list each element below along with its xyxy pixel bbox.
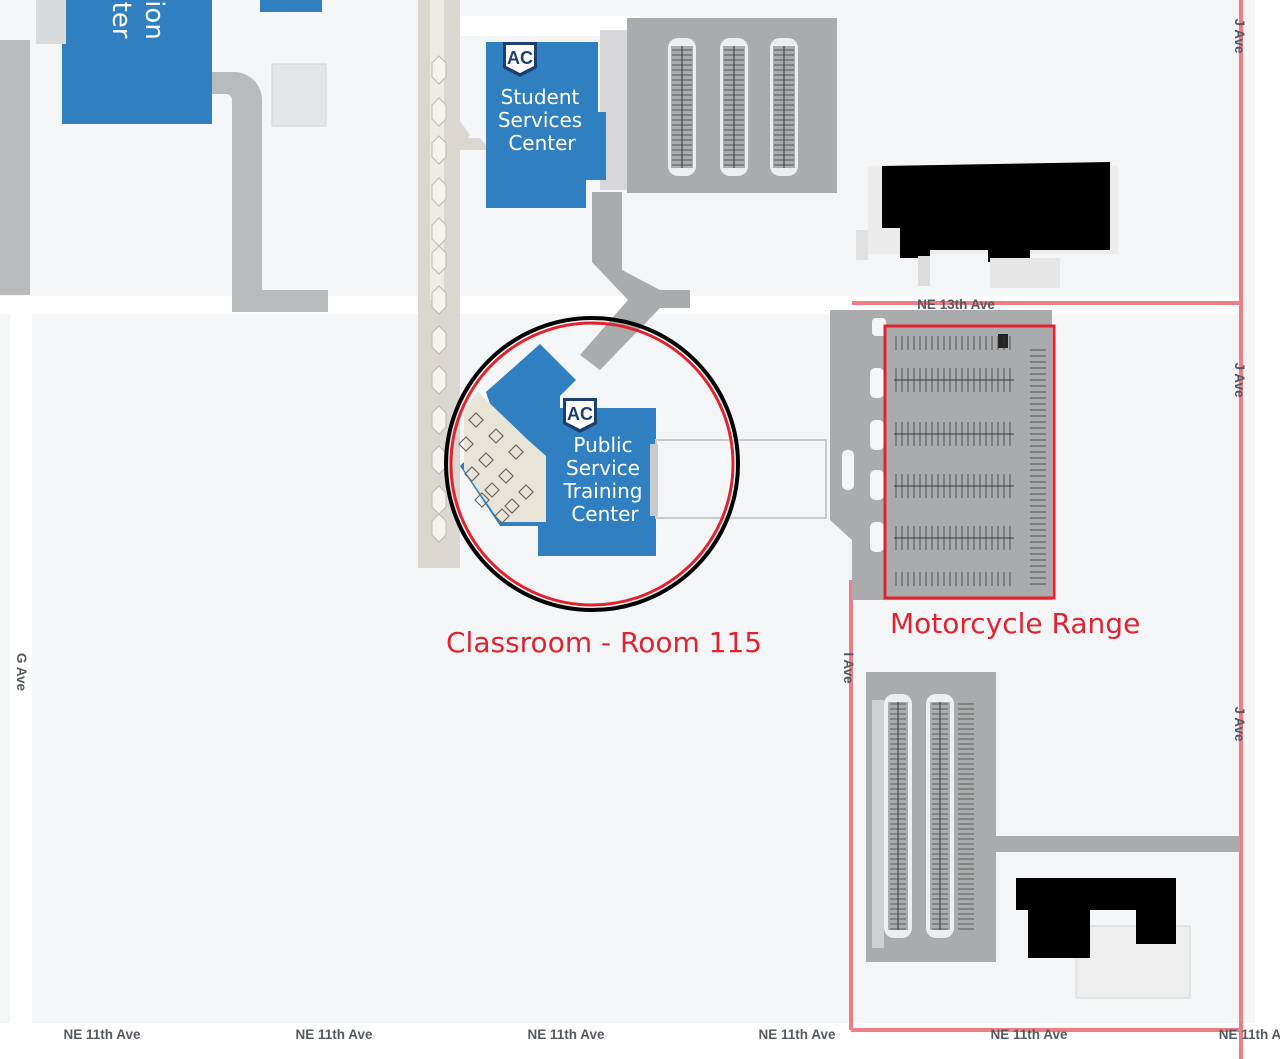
classroom-highlight-circle-inner [449,321,735,607]
svg-text:AC: AC [507,48,533,68]
street-label-j-ave-1: J Ave [1232,18,1247,54]
street-label-g-ave: G Ave [14,653,29,692]
motorcycle-range-lot[interactable] [830,310,1052,600]
parking-lot-top [600,18,837,193]
public-service-line-4: Center [571,502,639,526]
public-service-line-1: Public [573,433,632,457]
building-partial-left [36,0,212,124]
walkway-hexagons [431,55,447,543]
route-lines [849,0,1243,1059]
street-label-ne-11th-4: NE 11th Ave [758,1027,836,1042]
motorcycle-range-label: Motorcycle Range [890,607,1140,640]
parking-lot-bottom [866,672,1240,962]
gray-square [271,63,327,127]
building-partial-label-1: ion [139,0,169,40]
classroom-highlight-circle [444,316,740,612]
street-label-j-ave-2: J Ave [1232,362,1247,398]
ac-logo-icon: AC [503,42,537,77]
building-public-service[interactable] [460,344,656,556]
parking-rows-bottom [884,694,974,938]
street-label-j-ave-3: J Ave [1232,706,1247,742]
range-parking-rows [894,336,1046,586]
building-black-bottom [1016,878,1191,999]
left-paths [0,40,328,312]
parking-rows-top [668,38,798,176]
building-partial-label-2: ter [106,2,136,39]
building-student-services[interactable] [486,42,606,208]
street-label-ne-11th-6: NE 11th A [1219,1027,1280,1042]
street-label-ne-11th-5: NE 11th Ave [990,1027,1068,1042]
street-label-ne-11th-1: NE 11th Ave [63,1027,141,1042]
street-label-ne-11th-3: NE 11th Ave [527,1027,605,1042]
student-services-line-3: Center [508,131,576,155]
motorcycle-range-highlight [883,324,1056,600]
street-label-ne-13th: NE 13th Ave [917,297,995,312]
building-partial-small [260,0,322,12]
connector-path [580,192,690,370]
street-label-i-ave: I Ave [841,652,856,684]
classroom-label: Classroom - Room 115 [446,626,762,659]
walkway-to-range [650,439,827,519]
student-services-line-2: Services [498,108,582,132]
street-label-ne-11th-2: NE 11th Ave [295,1027,373,1042]
plaza-diamonds [458,412,534,524]
ac-logo-icon: AC [563,398,597,433]
student-services-line-1: Student [501,85,580,109]
public-service-line-3: Training [563,479,643,503]
public-service-line-2: Service [566,456,640,480]
building-black-top [856,162,1118,288]
svg-text:AC: AC [567,404,593,424]
